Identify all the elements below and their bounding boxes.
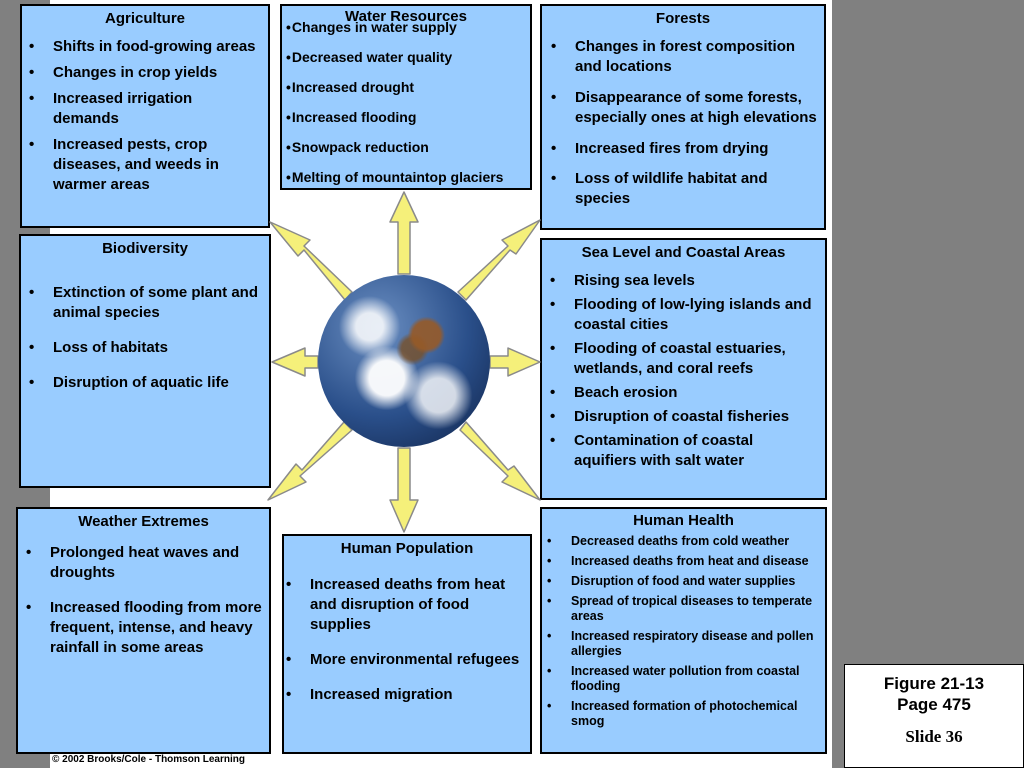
list-item: Beach erosion bbox=[550, 383, 819, 403]
list-item: Decreased deaths from cold weather bbox=[547, 534, 823, 549]
weather-extremes-title: Weather Extremes bbox=[78, 513, 209, 530]
list-item: Shifts in food-growing areas bbox=[29, 37, 262, 57]
arrow-down bbox=[389, 447, 419, 533]
list-item: Disruption of coastal fisheries bbox=[550, 407, 819, 427]
list-item: Flooding of low-lying islands and coasta… bbox=[550, 295, 819, 335]
list-item: •Changes in water supply bbox=[286, 19, 457, 35]
list-item: •Increased drought bbox=[286, 79, 415, 95]
water-resources-title: Water Resources bbox=[345, 8, 467, 25]
list-item: Increased flooding from more frequent, i… bbox=[26, 598, 263, 658]
forests-title: Forests bbox=[655, 10, 711, 27]
arrow-up-right bbox=[457, 219, 541, 301]
list-item: •Snowpack reduction bbox=[286, 139, 429, 155]
arrow-down-right bbox=[459, 421, 541, 501]
list-item: Increased formation of photochemical smo… bbox=[547, 699, 823, 729]
list-item: Disappearance of some forests, especiall… bbox=[551, 88, 818, 128]
weather-extremes-box: Weather Extremes Prolonged heat waves an… bbox=[16, 507, 271, 754]
human-health-title: Human Health bbox=[633, 512, 734, 529]
figure-label: Figure 21-13 bbox=[883, 674, 985, 693]
list-item: Changes in forest composition and locati… bbox=[551, 37, 818, 77]
arrow-up-left bbox=[269, 221, 353, 301]
water-resources-box: Water Resources •Changes in water supply… bbox=[280, 4, 532, 190]
sea-level-title: Sea Level and Coastal Areas bbox=[581, 244, 786, 261]
biodiversity-title: Biodiversity bbox=[102, 240, 188, 257]
list-item: More environmental refugees bbox=[286, 650, 524, 670]
list-item: Spread of tropical diseases to temperate… bbox=[547, 594, 823, 624]
copyright-credit: © 2002 Brooks/Cole - Thomson Learning bbox=[52, 754, 245, 765]
earth-globe-image bbox=[318, 275, 490, 447]
list-item: Prolonged heat waves and droughts bbox=[26, 543, 263, 583]
human-health-box: Human Health Decreased deaths from cold … bbox=[540, 507, 827, 754]
list-item: Disruption of food and water supplies bbox=[547, 574, 823, 589]
agriculture-title: Agriculture bbox=[104, 10, 185, 27]
arrow-left bbox=[271, 347, 319, 377]
list-item: Flooding of coastal estuaries, wetlands,… bbox=[550, 339, 819, 379]
list-item: Contamination of coastal aquifiers with … bbox=[550, 431, 819, 471]
biodiversity-box: Biodiversity Extinction of some plant an… bbox=[19, 234, 271, 488]
list-item: Increased irrigation demands bbox=[29, 89, 262, 129]
list-item: Loss of habitats bbox=[29, 338, 263, 358]
list-item: Rising sea levels bbox=[550, 271, 819, 291]
list-item: Increased fires from drying bbox=[551, 139, 818, 159]
forests-box: Forests Changes in forest composition an… bbox=[540, 4, 826, 230]
list-item: •Melting of mountaintop glaciers bbox=[286, 169, 504, 185]
arrow-up bbox=[389, 191, 419, 275]
slide-number: Slide 36 bbox=[905, 727, 963, 746]
sea-level-box: Sea Level and Coastal Areas Rising sea l… bbox=[540, 238, 827, 500]
human-population-title: Human Population bbox=[340, 540, 474, 557]
list-item: Increased migration bbox=[286, 685, 524, 705]
list-item: Extinction of some plant and animal spec… bbox=[29, 283, 263, 323]
list-item: Increased respiratory disease and pollen… bbox=[547, 629, 823, 659]
list-item: Disruption of aquatic life bbox=[29, 373, 263, 393]
list-item: •Increased flooding bbox=[286, 109, 417, 125]
human-population-box: Human Population Increased deaths from h… bbox=[282, 534, 532, 754]
figure-page: Page 475 bbox=[897, 695, 971, 714]
list-item: Loss of wildlife habitat and species bbox=[551, 169, 818, 209]
list-item: Changes in crop yields bbox=[29, 63, 262, 83]
list-item: Increased deaths from heat and disruptio… bbox=[286, 575, 524, 635]
list-item: •Decreased water quality bbox=[286, 49, 453, 65]
arrow-down-left bbox=[267, 421, 353, 501]
list-item: Increased pests, crop diseases, and weed… bbox=[29, 135, 262, 195]
list-item: Increased water pollution from coastal f… bbox=[547, 664, 823, 694]
arrow-right bbox=[489, 347, 541, 377]
figure-caption-box: Figure 21-13 Page 475 Slide 36 bbox=[844, 664, 1024, 768]
agriculture-box: Agriculture Shifts in food-growing areas… bbox=[20, 4, 270, 228]
list-item: Increased deaths from heat and disease bbox=[547, 554, 823, 569]
